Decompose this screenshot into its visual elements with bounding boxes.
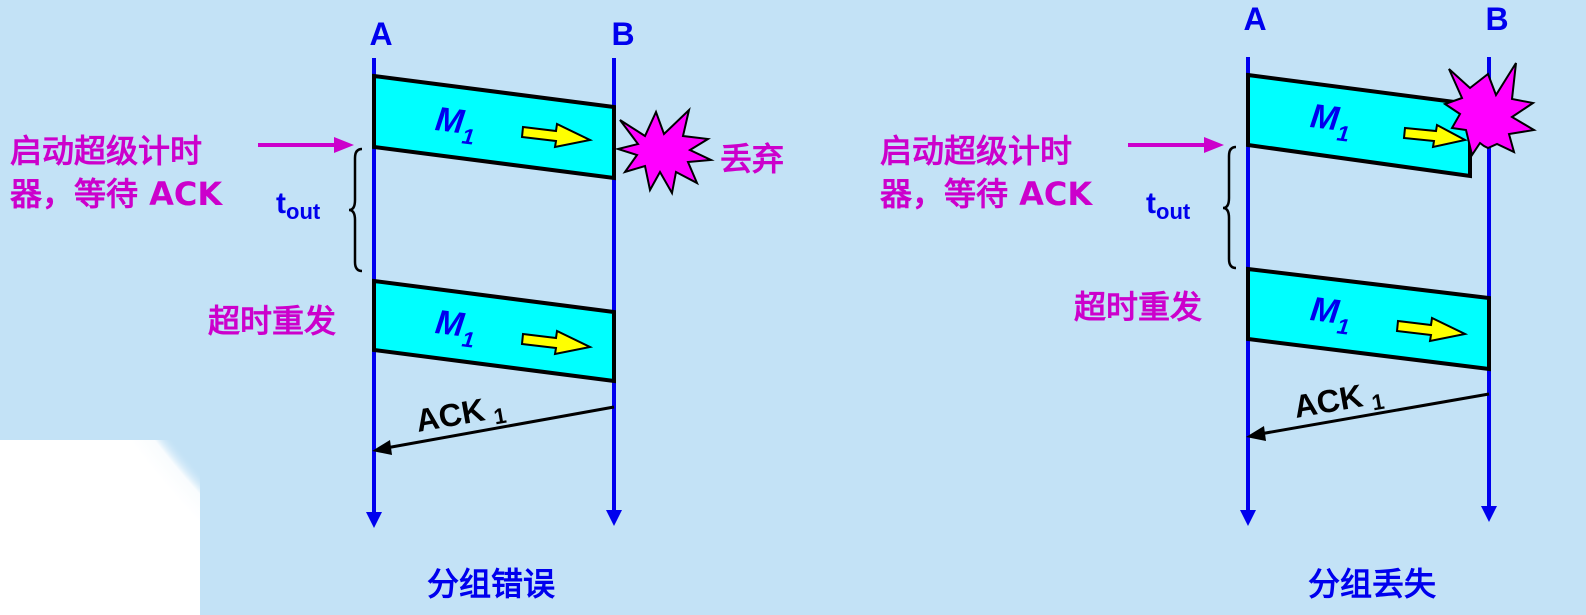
timeline-arrowhead-icon <box>1240 510 1256 526</box>
discard-burst-icon <box>614 106 715 196</box>
frame-subscript: 1 <box>461 326 476 352</box>
loss-burst-icon <box>1442 62 1537 158</box>
frame-m1-first: M1 <box>372 73 616 181</box>
frame-label: M <box>1308 97 1341 138</box>
discard-label: 丢弃 <box>720 140 784 178</box>
arrow-left-icon <box>1246 426 1266 441</box>
frame-label: M <box>1308 290 1341 331</box>
frame-subscript: 1 <box>1336 313 1351 339</box>
svg-text:M1: M1 <box>432 303 478 353</box>
direction-arrow-icon <box>520 329 594 356</box>
frame-m1-retransmit: M1 <box>1246 266 1491 372</box>
start-timer-arrow <box>258 137 354 153</box>
frame-label: M <box>433 100 466 141</box>
svg-text:M1: M1 <box>432 100 478 150</box>
timeout-label: tout <box>276 187 321 224</box>
direction-arrow-icon <box>1402 123 1468 149</box>
start-timer-arrow <box>1128 137 1224 153</box>
frame-m1-lost: M1 <box>1246 72 1472 179</box>
direction-arrow-icon <box>1395 316 1469 343</box>
frame-subscript: 1 <box>1336 120 1351 146</box>
svg-text:M1: M1 <box>1307 97 1353 147</box>
arrow-left-icon <box>372 440 392 455</box>
timeout-brace-icon <box>348 147 363 273</box>
start-timer-label-line2: 器，等待 ACK <box>879 175 1093 213</box>
node-a-label: A <box>369 16 392 52</box>
start-timer-label-line1: 启动超级计时 <box>880 132 1072 170</box>
timeout-label: tout <box>1146 187 1191 224</box>
start-timer-label-line1: 启动超级计时 <box>10 132 202 170</box>
node-b-label: B <box>611 16 634 52</box>
retransmit-label: 超时重发 <box>1074 288 1202 326</box>
retransmit-label: 超时重发 <box>208 302 336 340</box>
node-b-label: B <box>1485 1 1508 37</box>
node-a-label: A <box>1243 1 1266 37</box>
arrow-right-icon <box>1204 137 1224 153</box>
caption-packet-loss: 分组丢失 <box>1308 565 1437 603</box>
frame-label: M <box>433 303 466 344</box>
timeline-arrowhead-icon <box>606 510 622 526</box>
timeout-brace-icon <box>1222 145 1237 270</box>
svg-text:M1: M1 <box>1307 290 1353 340</box>
timeline-arrowhead-icon <box>1481 506 1497 522</box>
start-timer-label-line2: 器，等待 ACK <box>9 175 223 213</box>
caption-packet-error: 分组错误 <box>427 565 556 603</box>
timeline-arrowhead-icon <box>366 512 382 528</box>
arrow-right-icon <box>334 137 354 153</box>
frame-m1-retransmit: M1 <box>372 278 616 384</box>
panel-packet-error: A B M1 丢弃 <box>9 16 784 603</box>
panel-packet-loss: A B M1 启动超级计时 器，等 <box>879 1 1537 603</box>
direction-arrow-icon <box>520 122 594 149</box>
frame-subscript: 1 <box>461 123 476 149</box>
